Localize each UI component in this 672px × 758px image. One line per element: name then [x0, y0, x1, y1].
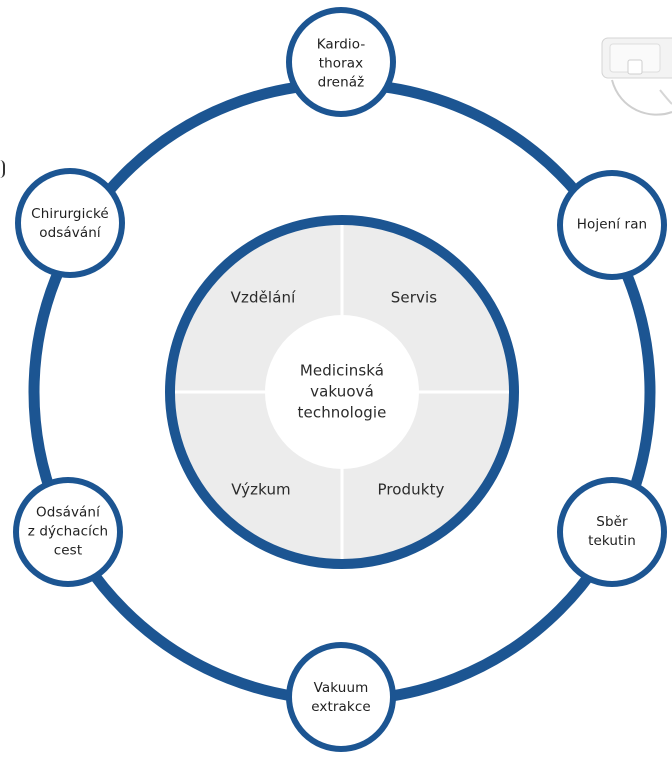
satellite-circle	[13, 477, 123, 587]
device-image	[601, 37, 672, 116]
satellite-label-line: Sběr	[596, 514, 628, 530]
satellite-label-line: Hojení ran	[576, 216, 648, 233]
satellite-label-line: Vakuum	[313, 680, 369, 696]
satellite-label-line: Chirurgické	[31, 206, 109, 222]
center-label-line: technologie	[297, 403, 387, 422]
satellite-label-vakuum-extrakce: Vakuum extrakce	[311, 679, 371, 717]
segment-label-produkty: Produkty	[377, 480, 445, 499]
segment-label-vyzkum: Výzkum	[231, 480, 291, 499]
satellite-circle	[286, 642, 396, 752]
center-label-line: Medicinská	[299, 361, 385, 380]
satellite-circle	[286, 7, 396, 117]
satellite-label-line: thorax	[318, 55, 364, 72]
satellite-label-line: tekutin	[588, 533, 636, 549]
satellite-label-line: Odsávání	[36, 504, 100, 521]
satellite-circle	[15, 168, 125, 278]
center-circle	[265, 315, 419, 469]
satellite-label-line: drenáž	[317, 74, 365, 91]
satellite-label-line: cest	[53, 542, 83, 559]
satellite-label-hojeni-ran: Hojení ran	[577, 216, 647, 235]
satellite-label-chirurgicke-odsavani: Chirurgické odsávání	[31, 205, 109, 243]
satellite-circle	[557, 170, 667, 280]
edge-fragment	[0, 160, 5, 178]
center-label: Medicinská vakuová technologie	[298, 361, 387, 424]
satellite-label-sber-tekutin: Sběr tekutin	[588, 513, 636, 551]
satellite-group	[13, 7, 667, 752]
satellite-label-line: z dýchacích	[27, 523, 109, 540]
satellite-circle	[557, 477, 667, 587]
center-label-line: vakuová	[310, 382, 374, 401]
satellite-label-kardiothorax: Kardio- thorax drenáž	[317, 36, 366, 93]
satellite-label-line: extrakce	[311, 699, 371, 715]
segment-label-vzdelani: Vzdělání	[230, 288, 296, 307]
segment-label-servis: Servis	[390, 288, 438, 307]
satellite-label-odsavani-dychacich-cest: Odsávání z dýchacích cest	[28, 504, 108, 561]
satellite-label-line: odsávání	[39, 225, 101, 241]
satellite-label-line: Kardio-	[316, 36, 366, 53]
